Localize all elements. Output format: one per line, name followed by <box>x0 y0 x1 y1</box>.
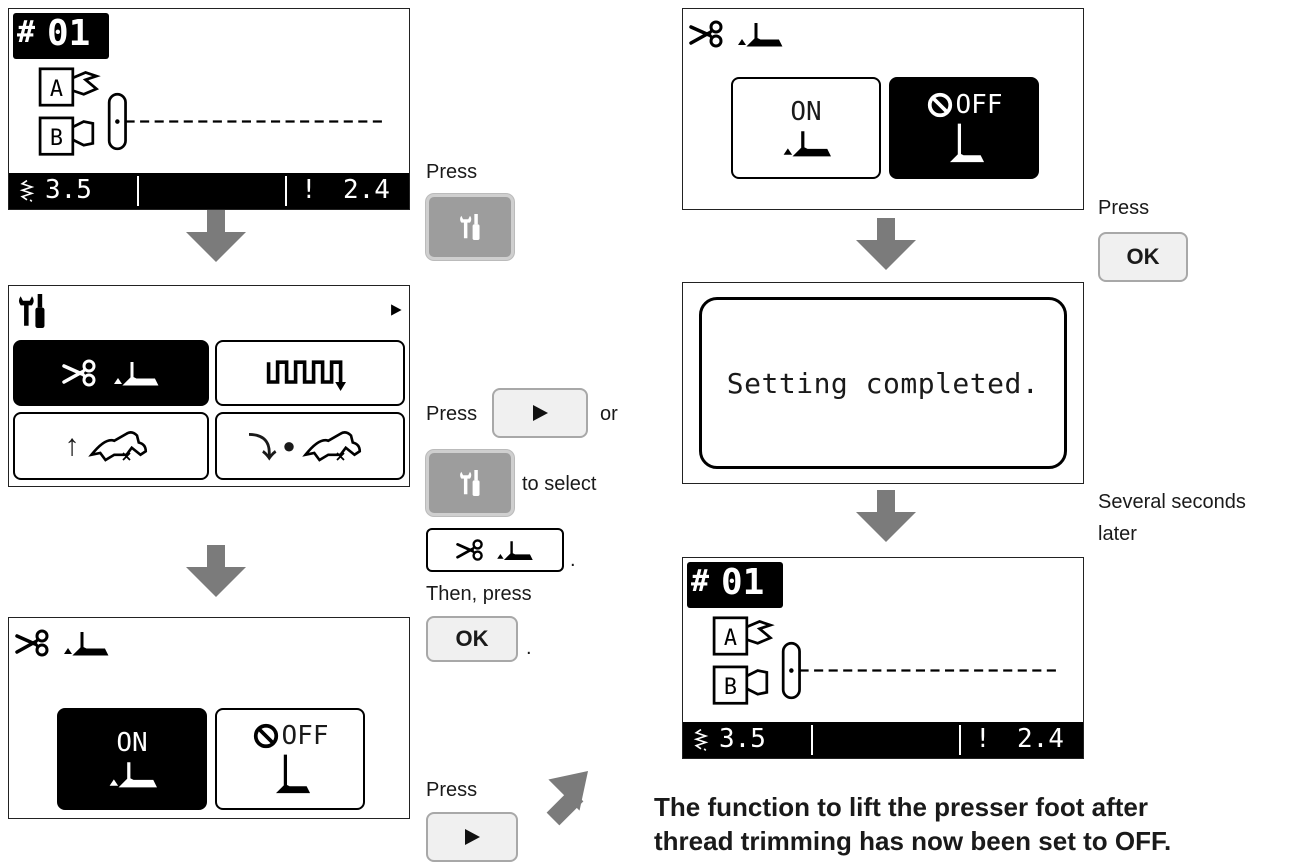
presser-foot-icon <box>110 358 160 388</box>
down-arrow-2 <box>186 545 246 597</box>
no-icon <box>252 722 280 750</box>
thread-cut-setting-screen-1: ON OFF <box>8 617 410 819</box>
on-label: ON <box>790 97 822 127</box>
stitch-width-value: 2.4 <box>1017 724 1064 754</box>
dot-icon: ● <box>282 433 296 458</box>
pattern-number: 01 <box>47 13 91 54</box>
presser-foot-icon <box>59 628 111 658</box>
machine-icon <box>302 428 372 464</box>
or-label: or <box>600 403 618 425</box>
status-bar: 3.5 ! 2.4 <box>683 722 1083 758</box>
pattern-number-badge: # 01 <box>687 562 783 608</box>
scissors-icon <box>15 628 55 658</box>
status-separator <box>959 725 961 755</box>
presser-foot-up-icon <box>265 751 315 797</box>
menu-cell-needle-up[interactable]: ↑ <box>13 412 209 480</box>
presser-foot-icon <box>733 19 785 49</box>
down-arrow-4 <box>856 490 916 542</box>
settings-button-1[interactable] <box>426 194 514 260</box>
needle-down-icon: ⤵ <box>248 432 277 463</box>
off-option[interactable]: OFF <box>215 708 365 810</box>
period-label-2: . <box>526 637 532 659</box>
warning-mark: ! <box>975 724 991 754</box>
ok-button-label: OK <box>1126 244 1160 269</box>
settings-icon <box>15 290 49 332</box>
on-option[interactable]: ON <box>57 708 207 810</box>
several-seconds-label: Several seconds <box>1098 491 1246 513</box>
play-arrow-icon <box>389 300 403 320</box>
zigzag-icon <box>265 353 355 393</box>
play-button-1[interactable] <box>492 388 588 438</box>
menu-cell-needle-down[interactable]: ⤵ ● <box>215 412 405 480</box>
play-arrow-icon <box>530 403 550 423</box>
stitch-width-value: 2.4 <box>343 175 390 205</box>
press-label-1: Press <box>426 161 478 183</box>
home-screen-2: # 01 3.5 ! 2.4 <box>682 557 1084 759</box>
to-select-label: to select <box>522 473 597 495</box>
thread-tension-icon <box>693 727 709 753</box>
presser-foot-icon <box>105 758 159 790</box>
menu-cell-pattern[interactable] <box>215 340 405 406</box>
pattern-number-badge: # 01 <box>13 13 109 59</box>
period-label-1: . <box>570 549 576 571</box>
down-arrow-3 <box>856 218 916 270</box>
off-label: OFF <box>955 90 1003 120</box>
off-label: OFF <box>281 721 329 751</box>
press-label-4: Press <box>1098 197 1150 219</box>
settings-button-2[interactable] <box>426 450 514 516</box>
on-option[interactable]: ON <box>731 77 881 179</box>
message-text: Setting completed. <box>726 366 1040 400</box>
down-arrow-1 <box>186 210 246 262</box>
ok-button-1[interactable]: OK <box>426 616 518 662</box>
result-caption-line-2: thread trimming has now been set to OFF. <box>654 826 1172 856</box>
message-box: Setting completed. <box>699 297 1067 469</box>
settings-icon <box>457 212 483 242</box>
status-separator <box>811 725 813 755</box>
pattern-preview <box>21 67 401 167</box>
result-caption-line-1: The function to lift the presser foot af… <box>654 792 1149 822</box>
thread-cut-setting-screen-2: ON OFF <box>682 8 1084 210</box>
thread-tension-icon <box>19 178 35 204</box>
status-bar: 3.5 ! 2.4 <box>9 173 409 209</box>
press-label-3: Press <box>426 779 478 801</box>
no-icon <box>926 91 954 119</box>
menu-cell-thread-cut[interactable] <box>13 340 209 406</box>
stitch-length-value: 3.5 <box>719 724 766 754</box>
up-arrow-icon: ↑ <box>64 429 80 462</box>
settings-menu-screen: ↑ ⤵ ● <box>8 285 410 487</box>
pattern-number: 01 <box>721 562 765 603</box>
ok-button-label: OK <box>455 626 489 651</box>
status-separator <box>137 176 139 206</box>
scissors-icon <box>456 538 488 562</box>
warning-mark: ! <box>301 175 317 205</box>
machine-icon <box>88 428 158 464</box>
presser-foot-icon <box>779 127 833 159</box>
presser-foot-icon <box>494 538 534 562</box>
play-button-2[interactable] <box>426 812 518 862</box>
scissors-icon <box>62 358 102 388</box>
setting-completed-screen: Setting completed. <box>682 282 1084 484</box>
ok-button-2[interactable]: OK <box>1098 232 1188 282</box>
thread-cut-key-preview <box>426 528 564 572</box>
scissors-icon <box>689 19 729 49</box>
press-label-2: Press <box>426 403 478 425</box>
diagonal-arrow <box>540 755 604 826</box>
pattern-preview <box>695 616 1075 716</box>
then-press-label: Then, press <box>426 583 532 605</box>
status-separator <box>285 176 287 206</box>
presser-foot-up-icon <box>939 120 989 166</box>
on-label: ON <box>116 728 148 758</box>
play-arrow-icon <box>462 827 482 847</box>
off-option[interactable]: OFF <box>889 77 1039 179</box>
later-label: later <box>1098 523 1137 545</box>
home-screen-1: # 01 3.5 ! 2.4 <box>8 8 410 210</box>
settings-icon <box>457 468 483 498</box>
stitch-length-value: 3.5 <box>45 175 92 205</box>
